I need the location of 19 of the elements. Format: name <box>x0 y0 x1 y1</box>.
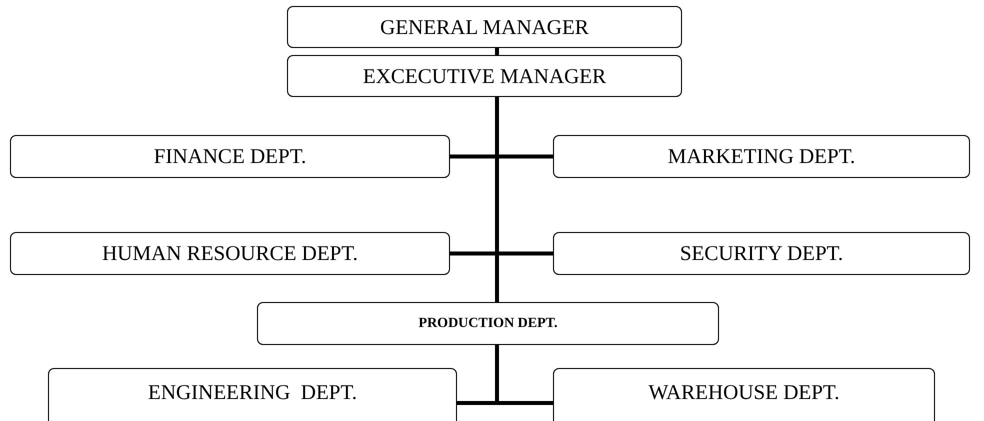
box-label: FINANCE DEPT. <box>154 144 306 169</box>
org-box <box>287 6 682 48</box>
box-label: HUMAN RESOURCE DEPT. <box>102 241 358 266</box>
connector-line <box>495 48 499 55</box>
org-box <box>553 232 970 275</box>
box-label: MARKETING DEPT. <box>668 144 856 169</box>
org-box <box>48 368 457 421</box>
box-label: GENERAL MANAGER <box>380 14 589 40</box>
box-label: EXCECUTIVE MANAGER <box>362 64 606 88</box>
box-label: ENGINEERING DEPT. <box>148 380 357 405</box>
box-label: SECURITY DEPT. <box>680 241 844 266</box>
org-box <box>257 302 719 345</box>
org-box <box>287 55 682 97</box>
box-label: PRODUCTION DEPT. <box>418 316 558 332</box>
org-box <box>10 232 450 275</box>
org-box <box>10 135 450 178</box>
box-label: WAREHOUSE DEPT. <box>648 380 840 405</box>
org-box <box>553 135 970 178</box>
org-box <box>553 368 935 421</box>
